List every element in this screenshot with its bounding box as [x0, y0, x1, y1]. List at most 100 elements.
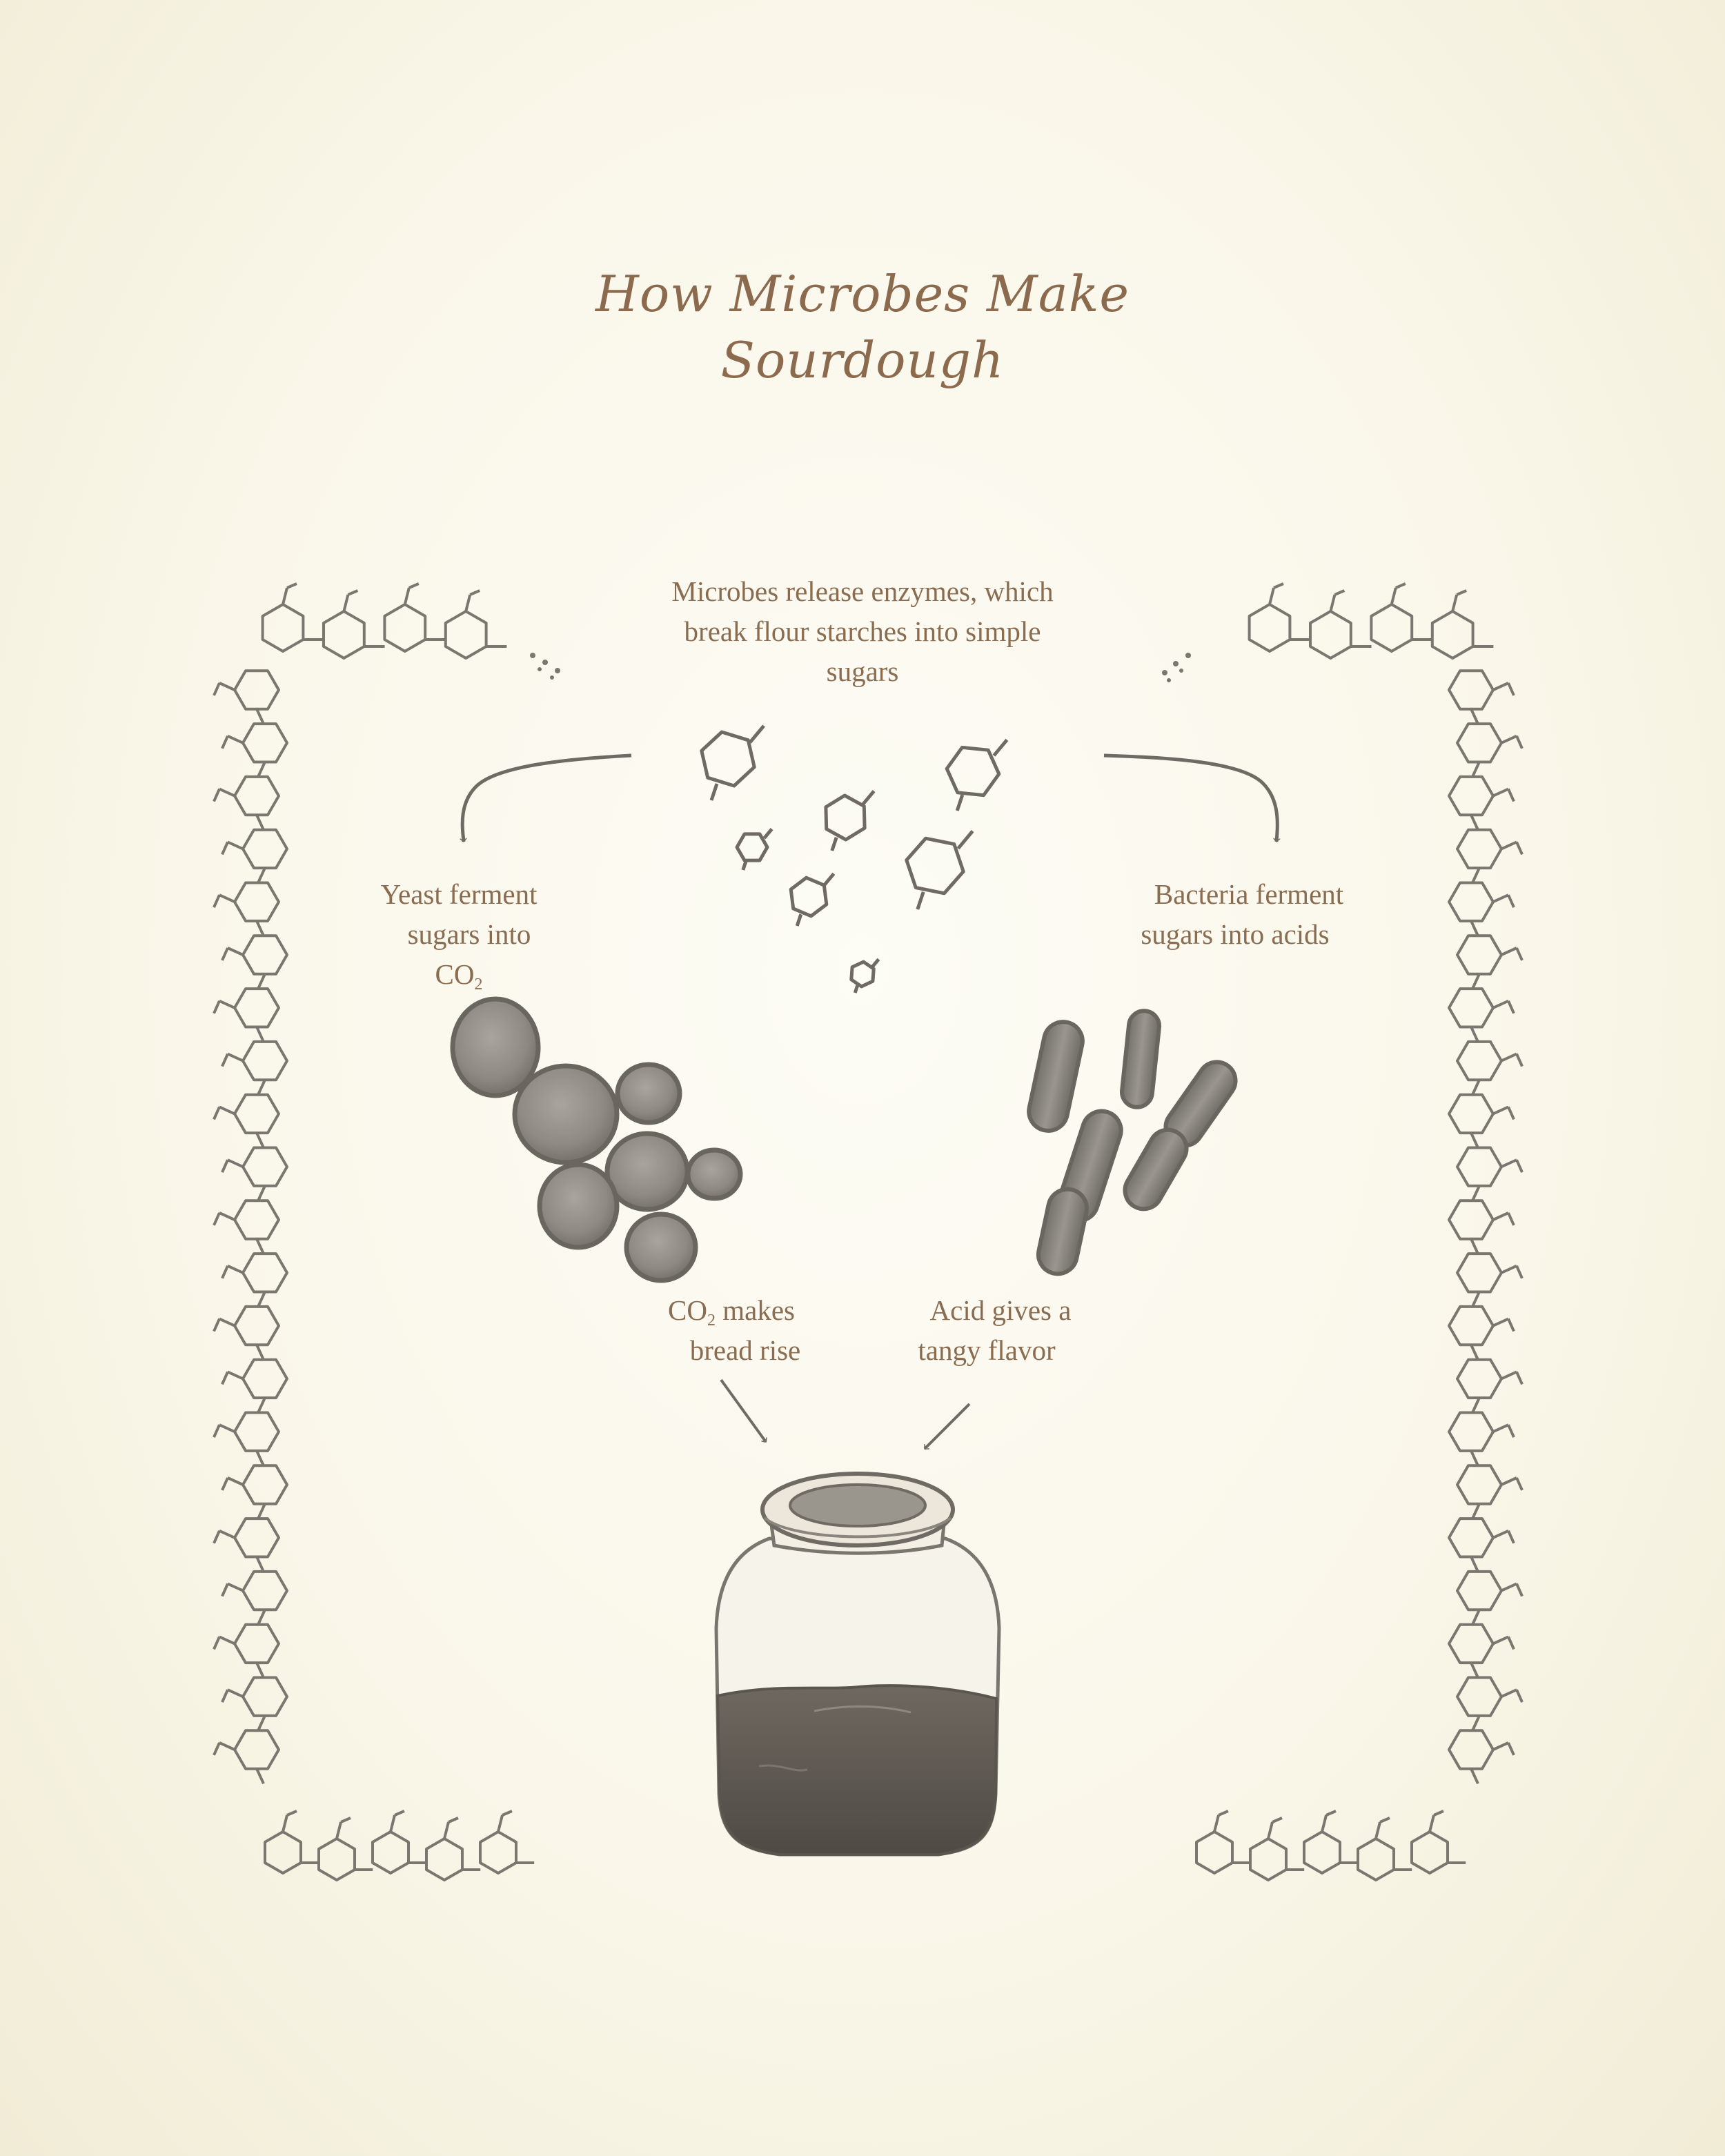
- chain-bond: [1472, 1610, 1479, 1625]
- sugar-ring: [1457, 1678, 1501, 1716]
- label-bacteria-line-2: sugars into acids: [1111, 914, 1359, 954]
- chain-bond: [466, 595, 470, 611]
- arrow-to-yeast: [462, 755, 631, 842]
- chain-bond: [957, 795, 963, 811]
- chain-bond: [1334, 591, 1344, 595]
- chain-bond: [1508, 1425, 1514, 1437]
- chain-bond: [222, 948, 228, 960]
- sugar-ring: [243, 936, 287, 973]
- chain-bond: [1471, 815, 1478, 830]
- chain-bond: [1471, 1769, 1478, 1784]
- chain-bond: [1457, 591, 1466, 595]
- chain-bond: [228, 1372, 243, 1378]
- chain-bond: [258, 1292, 265, 1307]
- bacteria-rod: [1121, 1009, 1161, 1109]
- sugar-ring: [235, 883, 279, 921]
- chain-bond: [258, 1716, 265, 1731]
- sugar-ring: [426, 1839, 462, 1880]
- sugar-ring: [243, 1465, 287, 1503]
- chain-bond: [1326, 1811, 1336, 1815]
- chain-bond: [214, 789, 219, 802]
- chain-bond: [257, 1133, 264, 1148]
- chain-bond: [214, 1425, 219, 1437]
- chain-bond: [1471, 1451, 1478, 1466]
- chain-bond: [258, 1610, 265, 1625]
- label-enzymes-line-3: sugars: [659, 651, 1066, 691]
- chain-bond: [228, 736, 243, 743]
- chain-bond: [444, 1822, 448, 1839]
- chain-bond: [1508, 1001, 1514, 1013]
- chain-bond: [222, 1160, 228, 1172]
- sugar-ring: [1449, 1730, 1493, 1768]
- chain-bond: [257, 1769, 264, 1784]
- starch-chain-right: [1449, 671, 1522, 1783]
- simple-sugar-molecules: [702, 726, 1007, 993]
- chain-bond: [1517, 1160, 1522, 1172]
- sugar-ring: [1449, 1307, 1493, 1345]
- sugar-ring: [1449, 989, 1493, 1027]
- chain-bond: [1471, 1556, 1478, 1572]
- chain-bond: [287, 584, 297, 588]
- sugar-ring: [1449, 1625, 1493, 1663]
- yeast-cell: [688, 1150, 740, 1198]
- chain-bond: [1501, 948, 1517, 955]
- chain-bond: [395, 1811, 404, 1815]
- sugar-ring: [1432, 611, 1473, 658]
- label-co2-line-2: bread rise: [649, 1330, 814, 1370]
- chain-bond: [750, 726, 764, 742]
- chain-bond: [344, 595, 348, 611]
- chain-bond: [470, 591, 480, 595]
- arrow-to-bacteria: [1104, 755, 1277, 842]
- chain-bond: [1493, 895, 1508, 902]
- yeast-cell: [540, 1165, 617, 1247]
- chain-bond: [1376, 1822, 1380, 1839]
- starch-chain-top-left: [263, 584, 507, 658]
- chain-bond: [863, 791, 874, 804]
- chain-bond: [258, 974, 265, 989]
- chain-bond: [228, 1160, 243, 1167]
- chain-bond: [258, 1080, 265, 1095]
- chain-bond: [257, 1239, 264, 1254]
- chain-bond: [214, 1001, 219, 1013]
- chain-bond: [222, 1690, 228, 1702]
- chain-bond: [1493, 1636, 1508, 1643]
- chain-bond: [1472, 1186, 1479, 1201]
- sugar-ring: [265, 1832, 301, 1873]
- chain-bond: [1472, 762, 1479, 777]
- chain-bond: [257, 1663, 264, 1678]
- sourdough-starter-jar: [716, 1474, 999, 1855]
- chain-bond: [1471, 1663, 1478, 1678]
- sugar-ring: [1371, 604, 1412, 651]
- chain-bond: [219, 683, 235, 690]
- label-enzymes: Microbes release enzymes, which break fl…: [659, 571, 1066, 691]
- chain-bond: [1493, 1001, 1508, 1008]
- chain-bond: [448, 1818, 458, 1822]
- sugar-ring: [235, 1625, 279, 1663]
- label-bacteria-line-1: Bacteria ferment: [1111, 874, 1359, 914]
- chain-bond: [743, 861, 746, 870]
- makes-text: makes: [716, 1294, 795, 1326]
- chain-bond: [257, 1556, 264, 1572]
- jar-liquid: [718, 1685, 996, 1855]
- chain-bond: [222, 736, 228, 749]
- sugar-ring: [235, 1095, 279, 1133]
- chain-bond: [855, 985, 858, 993]
- sugar-ring: [243, 1254, 287, 1292]
- sugar-ring: [791, 878, 827, 916]
- subscript-two: 2: [474, 976, 482, 993]
- chain-bond: [219, 1743, 235, 1750]
- chain-bond: [222, 1266, 228, 1278]
- label-enzymes-line-2: break flour starches into simple: [659, 611, 1066, 651]
- chain-bond: [258, 1504, 265, 1519]
- chain-bond: [214, 1319, 219, 1332]
- chain-bond: [1472, 1716, 1479, 1731]
- label-acid: Acid gives a tangy flavor: [890, 1290, 1083, 1370]
- chain-bond: [1219, 1811, 1228, 1815]
- chain-bond: [219, 1531, 235, 1538]
- chain-bond: [1508, 1213, 1514, 1225]
- chain-bond: [1472, 1398, 1479, 1413]
- sugar-ring: [1457, 936, 1501, 973]
- chain-bond: [1517, 842, 1522, 854]
- chain-bond: [1493, 1531, 1508, 1538]
- chain-bond: [1501, 1266, 1517, 1273]
